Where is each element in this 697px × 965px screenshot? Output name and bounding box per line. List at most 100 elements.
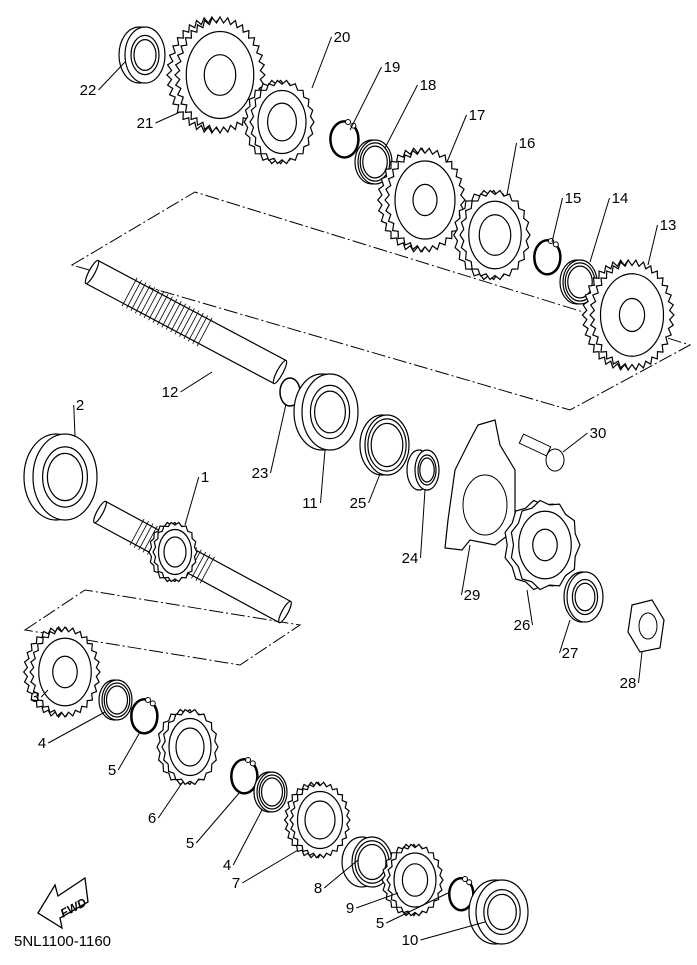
callout-23: 23 bbox=[252, 465, 269, 482]
shaft-body bbox=[85, 259, 287, 385]
circlip-eye bbox=[462, 876, 468, 882]
ring-race bbox=[367, 418, 407, 472]
leader-line bbox=[320, 449, 326, 504]
spline-line bbox=[143, 289, 160, 319]
callout-15: 15 bbox=[565, 190, 582, 207]
ring-bore bbox=[487, 893, 517, 931]
gear-bore bbox=[267, 102, 298, 142]
ring-race bbox=[130, 34, 160, 76]
spline-line bbox=[130, 282, 147, 312]
callout-3: 3 bbox=[31, 689, 39, 706]
gear-bore bbox=[532, 528, 558, 562]
gear-3 bbox=[22, 625, 101, 719]
leader-line bbox=[356, 892, 399, 909]
gear-bore bbox=[175, 727, 205, 767]
gear-17 bbox=[377, 147, 466, 253]
leader-line bbox=[98, 61, 126, 91]
callout-29: 29 bbox=[464, 587, 481, 604]
circlip-ring bbox=[533, 239, 562, 276]
washer-4b bbox=[253, 771, 288, 813]
ring-bore bbox=[419, 457, 435, 483]
leader-line bbox=[349, 66, 382, 131]
ring-bore bbox=[362, 145, 388, 179]
spline-line bbox=[121, 277, 138, 307]
ring-bore bbox=[133, 38, 157, 71]
washer-4 bbox=[98, 679, 133, 721]
gear-bore bbox=[478, 214, 512, 256]
bearing-10 bbox=[468, 879, 529, 945]
spline-line bbox=[129, 518, 145, 546]
spline-line bbox=[199, 556, 215, 584]
callout-9: 9 bbox=[346, 900, 354, 917]
leader-line bbox=[551, 197, 563, 243]
callout-13: 13 bbox=[660, 217, 677, 234]
callout-8: 8 bbox=[314, 880, 322, 897]
gear-9 bbox=[381, 843, 444, 917]
leader-line bbox=[384, 84, 418, 149]
circlip-19 bbox=[329, 119, 360, 159]
callout-4: 4 bbox=[38, 735, 46, 752]
callout-19: 19 bbox=[384, 59, 401, 76]
gear-hub-ring bbox=[296, 790, 344, 850]
gear-bore bbox=[304, 800, 336, 840]
callout-1: 1 bbox=[201, 469, 209, 486]
spline-line bbox=[133, 520, 149, 548]
leader-line bbox=[311, 36, 332, 89]
leader-line bbox=[323, 859, 359, 889]
callout-10: 10 bbox=[402, 932, 419, 949]
gear-bore bbox=[401, 863, 429, 897]
ring-bore bbox=[357, 843, 387, 881]
ring-race bbox=[41, 446, 88, 508]
leader-line bbox=[420, 489, 426, 559]
gear-7 bbox=[283, 781, 351, 859]
gear-20 bbox=[243, 79, 315, 165]
leader-line bbox=[232, 809, 263, 866]
leader-line bbox=[195, 791, 241, 844]
ring-bore bbox=[567, 265, 593, 299]
leader-line bbox=[157, 782, 183, 819]
oil-seal-25 bbox=[359, 414, 410, 476]
gear-6 bbox=[156, 708, 219, 786]
spline-line bbox=[152, 294, 169, 323]
mainshaft-group-outline bbox=[23, 589, 302, 666]
callout-21: 21 bbox=[137, 115, 154, 132]
callout-20: 20 bbox=[334, 29, 351, 46]
spline-line bbox=[183, 310, 200, 340]
leader-line bbox=[117, 731, 141, 771]
gear-hub-ring bbox=[168, 717, 212, 777]
leader-line bbox=[368, 473, 381, 504]
callout-18: 18 bbox=[420, 77, 437, 94]
callout-17: 17 bbox=[469, 107, 486, 124]
ring-race bbox=[258, 774, 286, 810]
leader-line bbox=[420, 921, 486, 941]
ring-bore bbox=[574, 582, 596, 612]
ring-race bbox=[309, 384, 351, 440]
gear-hub-ring bbox=[468, 200, 522, 270]
part-code: 5NL1100-1160 bbox=[14, 933, 112, 950]
leader-line bbox=[48, 711, 106, 744]
gear-bore bbox=[163, 536, 187, 568]
spline-line bbox=[139, 287, 156, 316]
ring-race bbox=[417, 454, 437, 486]
ring-bore bbox=[314, 390, 347, 434]
gear-21 bbox=[166, 15, 266, 135]
circlip-eye bbox=[245, 757, 251, 763]
gear-hub-ring bbox=[157, 528, 193, 576]
ring-bore bbox=[260, 777, 284, 807]
leader-line bbox=[180, 371, 213, 393]
bolt-30-shank bbox=[518, 433, 552, 457]
spline-line bbox=[138, 523, 154, 551]
countershaft-12 bbox=[84, 259, 288, 385]
sprocket-26 bbox=[504, 499, 581, 591]
leader-line bbox=[241, 849, 299, 884]
gear-hub-ring bbox=[38, 637, 92, 707]
spline-line bbox=[187, 312, 204, 342]
circlip-eye bbox=[145, 697, 151, 703]
ring-race bbox=[103, 682, 131, 718]
leader-line bbox=[638, 651, 643, 684]
circlip-eye bbox=[466, 879, 473, 886]
leader-line bbox=[40, 689, 49, 698]
shaft-end bbox=[272, 359, 288, 385]
circlip-5b bbox=[230, 757, 259, 795]
